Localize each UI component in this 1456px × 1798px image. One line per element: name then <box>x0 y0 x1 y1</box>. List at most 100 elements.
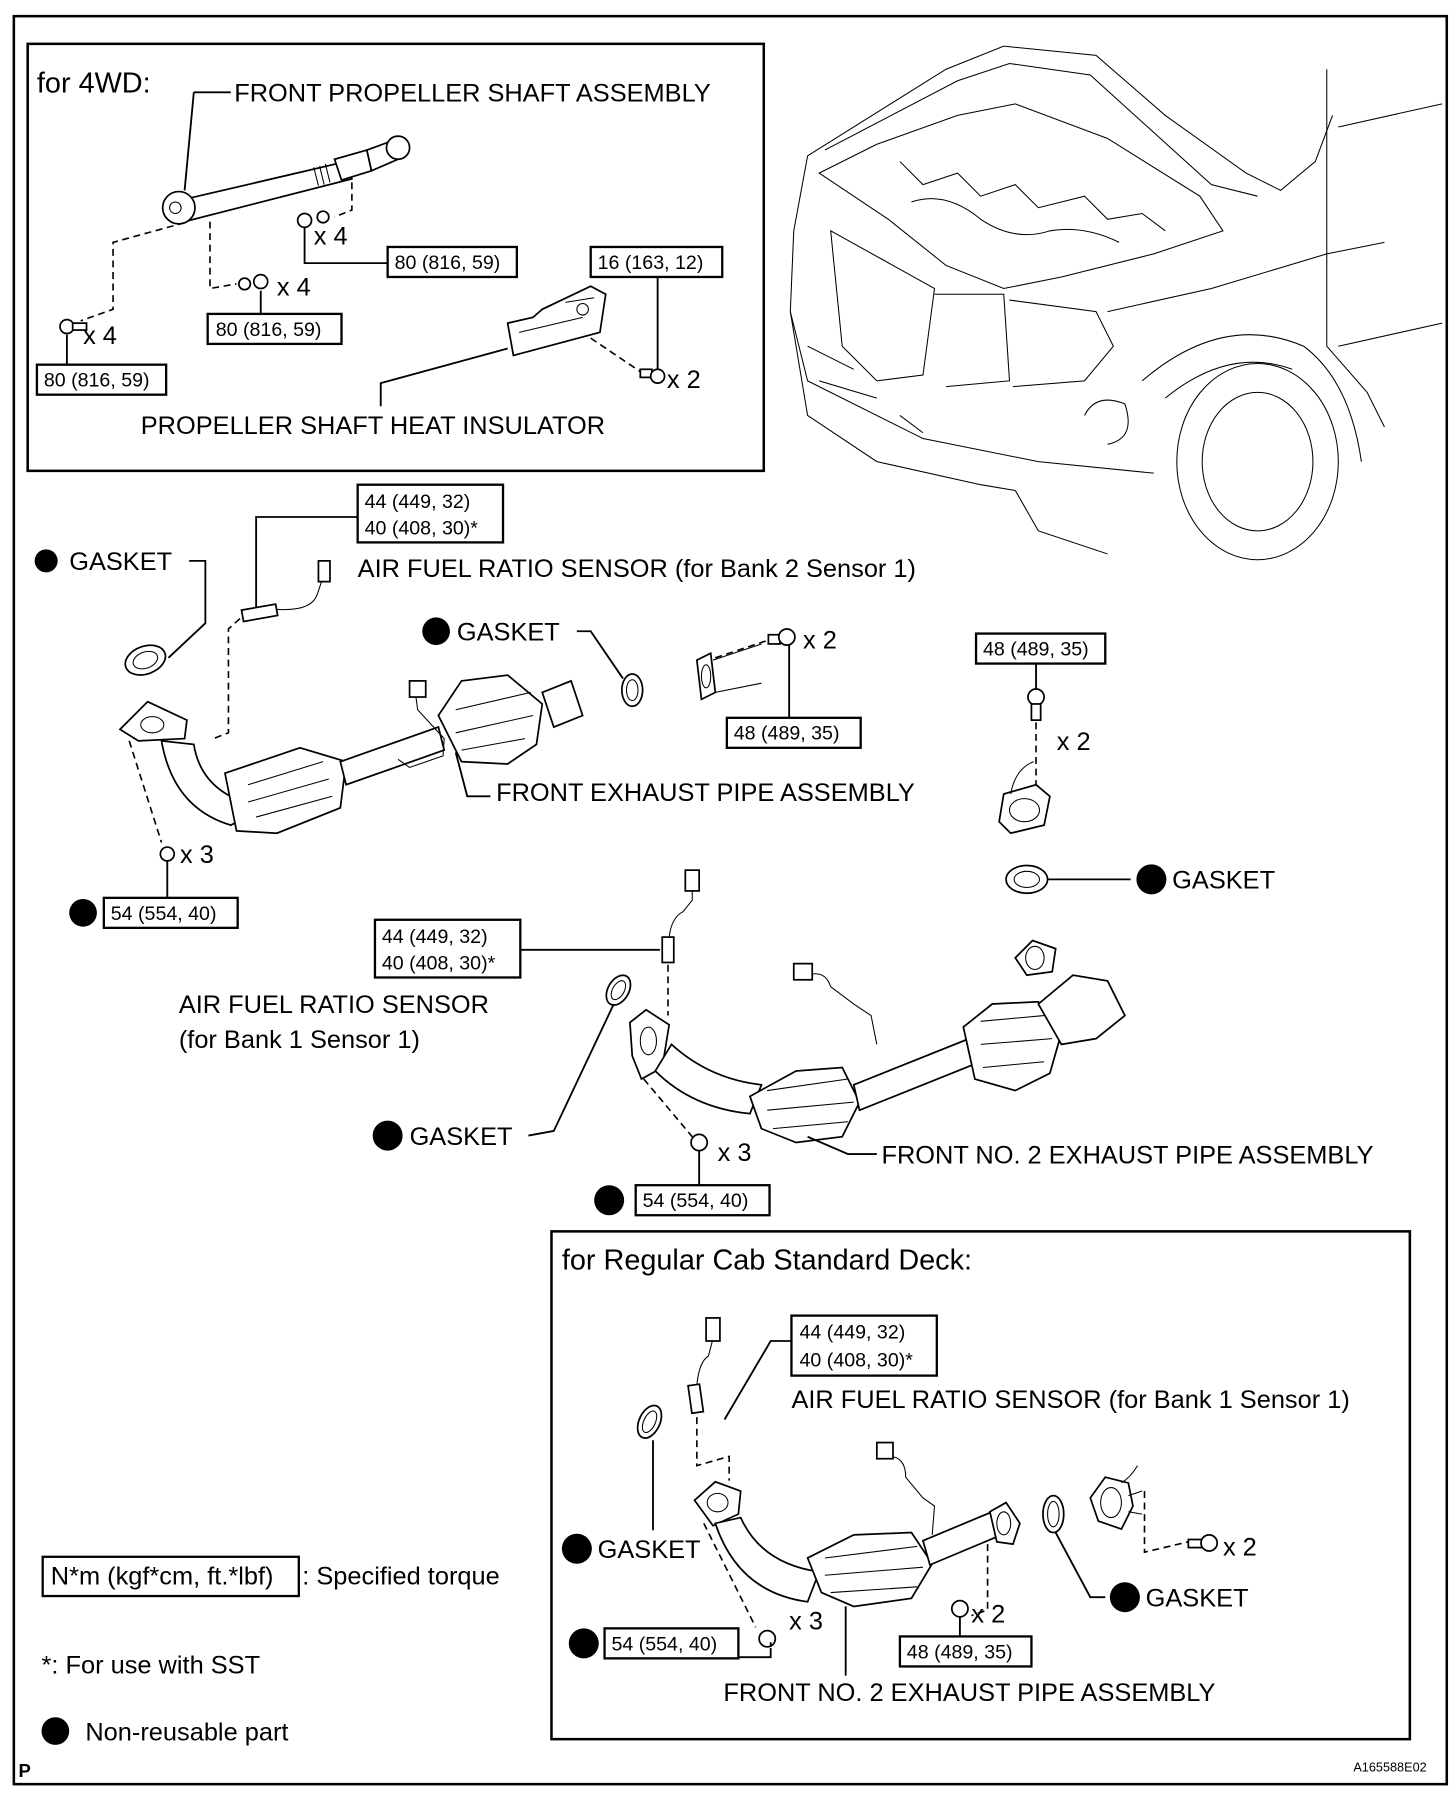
non-reusable-dot <box>372 1120 403 1151</box>
torque-box-nut-right <box>386 245 519 279</box>
qty-front-pipe-nut: x 3 <box>180 841 214 869</box>
box-4wd-title: for 4WD: <box>37 67 151 99</box>
bolt-icon <box>639 368 666 385</box>
bolt-icon <box>1187 1534 1219 1552</box>
qty-rc-bolt: x 2 <box>1223 1534 1257 1562</box>
bolt-icon <box>59 318 88 335</box>
nut-icon <box>690 1133 709 1152</box>
legend-sst-note: *: For use with SST <box>42 1651 261 1679</box>
label-front-no2-pipe: FRONT NO. 2 EXHAUST PIPE ASSEMBLY <box>881 1141 1373 1169</box>
non-reusable-dot <box>1136 864 1167 895</box>
torque-value-sensor-bank1-line1: 44 (449, 32) <box>382 926 488 948</box>
torque-box-nut-mid <box>206 312 343 346</box>
front-exhaust-pipe-drawing <box>118 674 584 835</box>
torque-value-rc-nut2: 48 (489, 35) <box>907 1641 1013 1663</box>
non-reusable-dot <box>34 549 58 573</box>
rc-exhaust-pipe-drawing <box>693 1441 1021 1608</box>
heat-insulator-drawing <box>506 285 607 357</box>
torque-box-no2-nut <box>634 1184 771 1217</box>
torque-value-sensor-bank2-line2: 40 (408, 30)* <box>365 517 479 539</box>
label-gasket-lower: GASKET <box>410 1123 513 1151</box>
torque-box-front-pipe-nut <box>102 896 239 930</box>
gasket-icon <box>1042 1494 1065 1534</box>
qty-nut-right: x 4 <box>314 223 348 251</box>
nut-icon <box>237 273 269 291</box>
bolt-icon <box>1027 688 1045 721</box>
nut-icon <box>159 846 176 862</box>
non-reusable-dot <box>422 617 450 646</box>
legend-torque-box <box>41 1555 300 1598</box>
box-4wd: for 4WD: FRONT PROPELLER SHAFT ASSEMBLY … <box>26 42 766 473</box>
nut-icon <box>758 1629 777 1648</box>
label-sensor-bank2: AIR FUEL RATIO SENSOR (for Bank 2 Sensor… <box>358 555 916 583</box>
label-front-propeller-shaft: FRONT PROPELLER SHAFT ASSEMBLY <box>234 80 711 108</box>
torque-value-right-bolt: 48 (489, 35) <box>983 638 1089 660</box>
torque-value-rc-sensor-line1: 44 (449, 32) <box>800 1322 906 1344</box>
qty-bolt: x 4 <box>83 322 117 350</box>
non-reusable-dot <box>594 1185 625 1216</box>
label-rc-pipe: FRONT NO. 2 EXHAUST PIPE ASSEMBLY <box>723 1679 1215 1707</box>
torque-value-nut-right: 80 (816, 59) <box>395 252 501 274</box>
qty-nut-mid: x 4 <box>277 273 311 301</box>
torque-value-flange-bolt: 48 (489, 35) <box>734 723 840 745</box>
leader-front-propeller-shaft <box>183 91 231 191</box>
gasket-icon <box>124 644 167 676</box>
front-no2-exhaust-pipe-drawing <box>629 939 1126 1144</box>
torque-box-right-bolt <box>974 632 1107 665</box>
torque-box-rc-sensor <box>790 1314 938 1377</box>
label-sensor-bank1-line1: AIR FUEL RATIO SENSOR <box>179 991 489 1019</box>
label-rc-gasket-right: GASKET <box>1146 1584 1249 1612</box>
air-fuel-ratio-sensor-icon <box>661 869 701 964</box>
non-reusable-dot <box>69 899 97 927</box>
label-gasket-center: GASKET <box>457 618 560 646</box>
bolt-icon <box>767 628 796 646</box>
torque-box-sensor-bank2 <box>356 483 505 544</box>
air-fuel-ratio-sensor-icon <box>687 1317 721 1415</box>
torque-value-sensor-bank2-line1: 44 (449, 32) <box>365 491 471 513</box>
box-4wd-frame <box>26 42 766 473</box>
label-rc-gasket-left: GASKET <box>598 1536 701 1564</box>
torque-box-bolt <box>35 363 168 396</box>
nut-icon <box>296 210 330 229</box>
qty-flange-bolt: x 2 <box>803 627 837 655</box>
non-reusable-dot <box>1109 1582 1140 1613</box>
air-fuel-ratio-sensor-icon <box>240 559 331 623</box>
gasket-icon <box>636 1404 663 1439</box>
leader-heat-insulator <box>379 347 508 407</box>
torque-box-insulator <box>589 245 724 279</box>
torque-box-flange-bolt <box>725 716 862 749</box>
page-marker: P <box>18 1760 30 1781</box>
truck-front-illustration <box>789 45 1443 561</box>
non-reusable-dot <box>41 1717 70 1745</box>
torque-box-rc-nut <box>603 1627 740 1660</box>
non-reusable-dot <box>568 1628 599 1659</box>
torque-value-front-pipe-nut: 54 (554, 40) <box>111 903 217 925</box>
box-regular-cab-frame <box>550 1230 1412 1741</box>
non-reusable-dot <box>561 1533 592 1564</box>
legend-non-reusable: Non-reusable part <box>85 1718 288 1746</box>
torque-value-rc-nut: 54 (554, 40) <box>611 1633 717 1655</box>
label-heat-insulator: PROPELLER SHAFT HEAT INSULATOR <box>141 412 605 440</box>
label-front-exhaust-pipe: FRONT EXHAUST PIPE ASSEMBLY <box>496 779 915 807</box>
torque-value-insulator: 16 (163, 12) <box>598 252 704 274</box>
gasket-icon <box>1005 864 1049 895</box>
figure-id: A165588E02 <box>1353 1760 1426 1774</box>
torque-box-rc-nut2 <box>898 1635 1033 1668</box>
qty-right-bolt: x 2 <box>1057 728 1091 756</box>
flange-drawing <box>998 761 1051 835</box>
label-rc-sensor: AIR FUEL RATIO SENSOR (for Bank 1 Sensor… <box>791 1386 1349 1414</box>
qty-no2-nut: x 3 <box>718 1139 752 1167</box>
nut-icon <box>950 1599 969 1618</box>
label-gasket-left: GASKET <box>69 548 172 576</box>
front-propeller-shaft-drawing <box>161 135 411 225</box>
label-sensor-bank1-line2: (for Bank 1 Sensor 1) <box>179 1026 420 1054</box>
box-regular-cab-title: for Regular Cab Standard Deck: <box>562 1244 972 1276</box>
legend-torque-unit: N*m (kgf*cm, ft.*lbf) <box>51 1562 274 1590</box>
torque-value-no2-nut: 54 (554, 40) <box>643 1190 749 1212</box>
main-section: 44 (449, 32) 40 (408, 30)* AIR FUEL RATI… <box>34 483 1374 1217</box>
legend-torque-desc: : Specified torque <box>302 1562 499 1590</box>
label-gasket-right: GASKET <box>1172 867 1275 895</box>
torque-value-bolt: 80 (816, 59) <box>44 370 150 392</box>
flange-drawing <box>695 643 762 701</box>
